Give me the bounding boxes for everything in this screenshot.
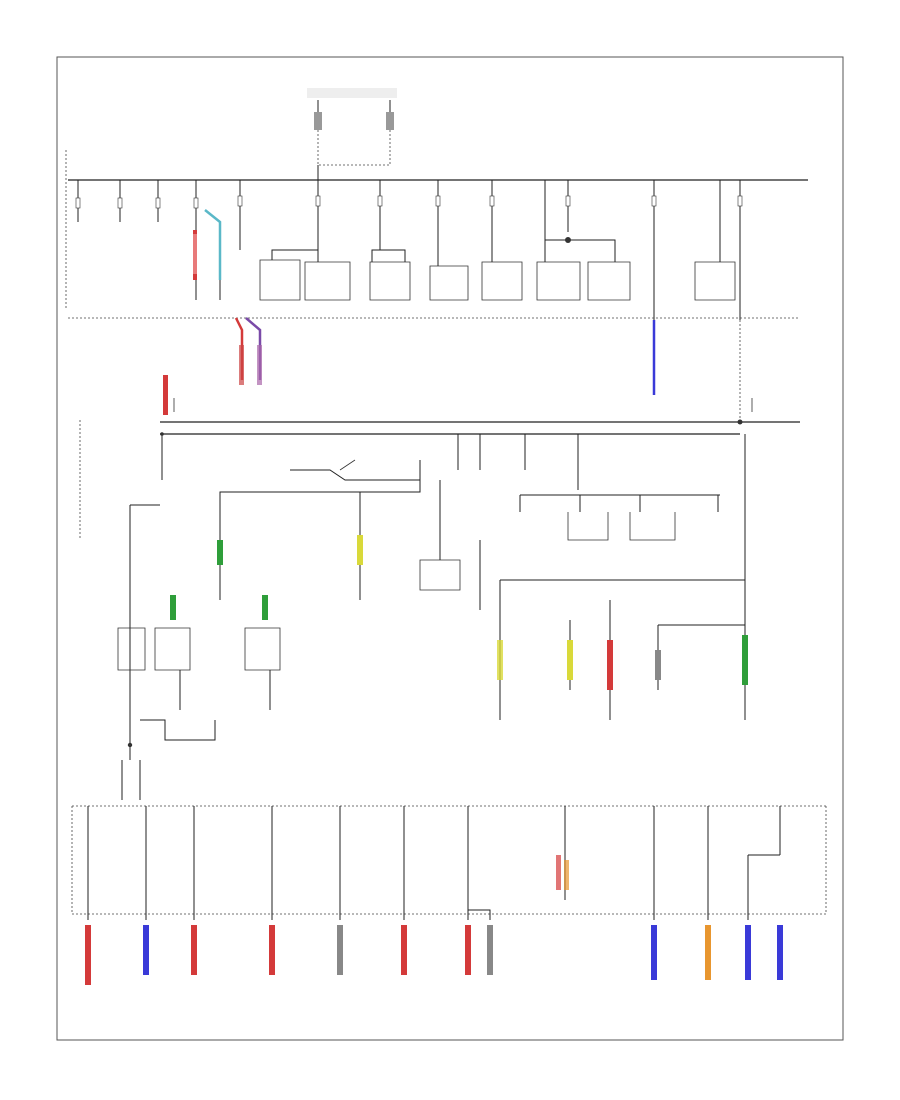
diagram-frame (56, 56, 844, 1041)
mid-colored-wires (163, 317, 741, 420)
top-fuse-branches (75, 180, 743, 320)
left-colored-wires (193, 209, 222, 300)
ground-markers (160, 398, 753, 436)
bottom-fuse-drops (87, 806, 781, 920)
top-component-boxes (259, 237, 736, 301)
mid-right-section (419, 434, 748, 720)
bottom-colored-wires (85, 925, 783, 985)
top-relay (307, 88, 397, 180)
mid-switch-section (117, 434, 421, 800)
